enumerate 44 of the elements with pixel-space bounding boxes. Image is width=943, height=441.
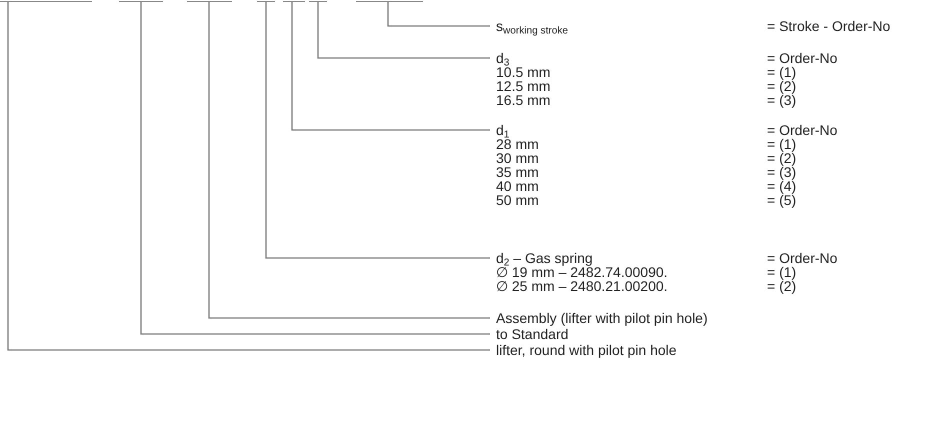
code-slot-line [283,1,305,2]
order-code-text: = (1) [767,65,798,79]
leader-line [291,2,490,131]
option-value: 35 mm [496,165,540,179]
option-value: 40 mm [496,179,540,193]
order-code-text: = (1) [767,265,798,279]
code-slot-line [187,1,232,2]
option-value: 10.5 mm [496,65,552,79]
leader-line [265,2,490,259]
option-value: ∅ 19 mm – 2482.74.00090. [496,265,669,279]
order-code-text: = Stroke - Order-No [767,19,890,33]
order-code-text: = (5) [767,193,798,207]
parameter-label: d$_{3}$ [496,51,510,65]
description-text: to Standard [490,327,568,342]
order-code-text: = (3) [767,165,798,179]
code-slot-line [0,1,92,2]
code-slot-line [309,1,327,2]
leader-line [7,2,490,351]
order-code-text: = (2) [767,79,798,93]
code-slot-line [356,1,423,2]
option-value: 30 mm [496,151,540,165]
description-text: lifter, round with pilot pin hole [490,343,677,358]
option-value: 50 mm [496,193,540,207]
parameter-label: d$_{1}$ [496,123,510,137]
code-slot-line [119,1,163,2]
leader-line [387,2,490,27]
order-code-text: = Order-No [767,123,838,137]
order-code-text: = (1) [767,137,798,151]
order-code-text: = Order-No [767,251,838,265]
leader-line [208,2,490,319]
code-slot-line [257,1,275,2]
option-value: ∅ 25 mm – 2480.21.00200. [496,279,669,293]
option-value: 12.5 mm [496,79,552,93]
leader-line [317,2,490,59]
leader-line [140,2,490,335]
order-code-text: = (4) [767,179,798,193]
description-text: Assembly (lifter with pilot pin hole) [490,311,708,326]
option-value: 28 mm [496,137,540,151]
option-value: 16.5 mm [496,93,552,107]
order-code-text: = (3) [767,93,798,107]
order-code-text: = (2) [767,279,798,293]
parameter-label: d$_{2}$ – Gas spring [496,251,593,265]
order-code-text: = Order-No [767,51,838,65]
order-code-text: = (2) [767,151,798,165]
